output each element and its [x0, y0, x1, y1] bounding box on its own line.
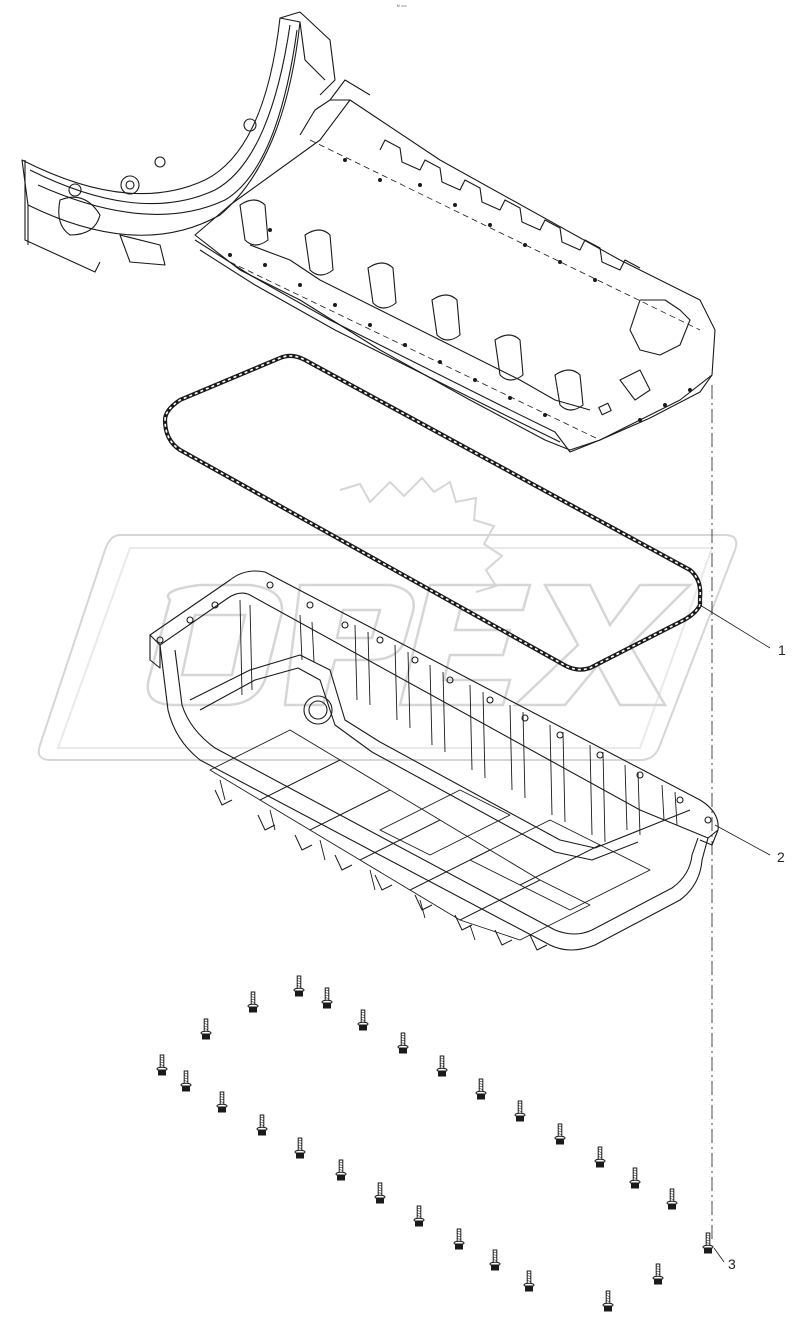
leader-2 [714, 824, 771, 856]
bolt [216, 1091, 228, 1113]
centerline [229, 261, 601, 441]
bolt [256, 1114, 268, 1136]
bolt [514, 1100, 526, 1122]
bolt [523, 1270, 535, 1292]
leader-lines [699, 604, 771, 1263]
leader-3 [713, 1247, 725, 1263]
watermark-inner-frame [56, 547, 714, 749]
callout-1: 1 [778, 642, 786, 658]
bolt [321, 987, 333, 1009]
bolt-set [156, 975, 714, 1312]
bolt [413, 1205, 425, 1227]
bolt [629, 1167, 641, 1189]
bolt [666, 1188, 678, 1210]
bolt [602, 1290, 614, 1312]
bolt [489, 1249, 501, 1271]
bolt [594, 1146, 606, 1168]
engine-block [21, 11, 716, 453]
pan-rail [194, 239, 713, 453]
oil-pan [149, 570, 719, 951]
oil-pan-ribs [239, 599, 678, 843]
bolt [294, 1137, 306, 1159]
bolt [156, 1054, 168, 1076]
watermark-gear [339, 476, 504, 593]
watermark-logo [37, 476, 738, 761]
oil-pan-floor-ribs [209, 729, 651, 941]
bolt [293, 975, 305, 997]
leader-1 [699, 604, 771, 649]
oil-pan-body [159, 644, 709, 951]
drain-boss [303, 695, 333, 725]
callout-3: 3 [728, 1256, 736, 1272]
bolt [397, 1032, 409, 1054]
oil-pan-flange [149, 570, 719, 839]
bolt [554, 1123, 566, 1145]
oil-pan-gasket [162, 353, 703, 672]
watermark-letters [146, 583, 694, 707]
flange-holes [156, 581, 712, 824]
bolt [180, 1070, 192, 1092]
bolt [200, 1018, 212, 1040]
bolt [357, 1009, 369, 1031]
bolt [436, 1055, 448, 1077]
block-deck [194, 99, 716, 451]
bolt [702, 1232, 714, 1254]
bolt [475, 1078, 487, 1100]
bolt [335, 1159, 347, 1181]
block-bolt-holes [228, 158, 692, 422]
bolt [453, 1228, 465, 1250]
bolt [247, 991, 259, 1013]
callout-2: 2 [777, 849, 785, 865]
bolt [652, 1263, 664, 1285]
watermark-outer-frame [37, 534, 738, 761]
bearing-caps [239, 199, 584, 411]
flywheel-housing [21, 17, 301, 236]
header-mark: ᴹ ᵒᵒᵒ [397, 4, 407, 10]
bolt [374, 1182, 386, 1204]
